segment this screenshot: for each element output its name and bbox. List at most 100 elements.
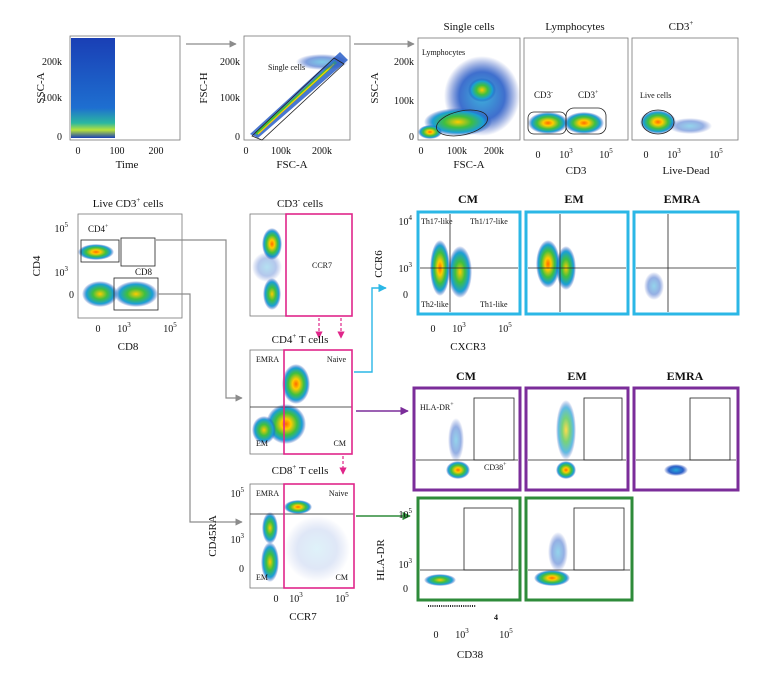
- x-axis-label: CD3: [566, 165, 587, 177]
- ytick: 103: [55, 265, 69, 279]
- cyan-em-plot: [524, 210, 630, 316]
- y-axis-label: CCR6: [373, 250, 385, 278]
- ytick: 0: [403, 584, 408, 595]
- lymph-cloud: [424, 108, 492, 136]
- gate-label: HLA-DR+: [420, 402, 454, 412]
- xtick: 105: [709, 147, 723, 161]
- gate-label: Live cells: [640, 91, 671, 100]
- singlet-gate: [251, 57, 345, 141]
- xtick: 0: [76, 146, 81, 157]
- ytick: 103: [399, 261, 413, 275]
- ytick: 200k: [42, 57, 62, 68]
- xtick: 0: [96, 324, 101, 335]
- quadrant-label: Th2-like: [421, 300, 449, 309]
- panel-title: Single cells: [443, 21, 494, 33]
- xtick: 103: [289, 591, 303, 605]
- green-row: 105 103 0 0 103 105 4 CD38 HLA-DR: [375, 496, 634, 661]
- live-dead-panel: CD3+ Live cells 0 103 105 Live-Dead: [631, 19, 739, 177]
- panel-title: CD3- cells: [277, 196, 323, 210]
- quadrant-label: EM: [256, 439, 268, 448]
- x-axis-label: Live-Dead: [662, 165, 710, 177]
- cd4-upper-gate: [120, 237, 156, 267]
- ytick: 105: [399, 507, 413, 521]
- dead-scatter: [668, 118, 712, 134]
- quadrant-label: EMRA: [256, 355, 279, 364]
- xtick: 100k: [447, 146, 467, 157]
- cd3neg-ccr7-panel: CD3- cells CCR7: [249, 196, 353, 317]
- panel-title: CM: [458, 192, 478, 206]
- cd4-gate: [80, 239, 120, 263]
- ccr7-gate: [283, 483, 355, 589]
- xtick: 0: [644, 150, 649, 161]
- live-cluster: [640, 110, 676, 134]
- quadrant-label: EM: [256, 573, 268, 582]
- cd4-cd8-panel: Live CD3+ cells CD4+ CD8 105 103 0 0 103…: [31, 196, 183, 353]
- quadrant-label: Th17-like: [421, 217, 453, 226]
- quadrant-label: CM: [336, 573, 348, 582]
- cd8-memory-panel: CD8+ T cells EMRA Naive EM CM 105 103 0 …: [207, 463, 355, 623]
- ytick: 103: [399, 557, 413, 571]
- ytick: 105: [231, 486, 245, 500]
- panel-title: Lymphocytes: [545, 21, 604, 33]
- x-axis-label: FSC-A: [276, 159, 307, 171]
- cd4-memory-panel: CD4+ T cells EMRA Naive EM CM: [249, 332, 353, 455]
- xtick: 105: [499, 627, 513, 641]
- xtick: 105: [335, 591, 349, 605]
- purple-cm-plot: HLA-DR+ CD38+: [412, 386, 522, 492]
- x-axis-label: CD8: [118, 341, 139, 353]
- gate-label: Lymphocytes: [422, 48, 465, 57]
- xtick: 103: [452, 321, 466, 335]
- cd3pos-gate: [565, 107, 607, 135]
- xtick: 105: [599, 147, 613, 161]
- dn-cluster: [82, 281, 118, 307]
- cyan-emra-plot: [632, 210, 740, 316]
- xtick: 200k: [484, 146, 504, 157]
- singlets-panel: Single cells 200k 100k 0 0 100k 200k FSC…: [198, 35, 351, 171]
- green-em-plot: [524, 496, 634, 602]
- naive-cluster: [284, 500, 312, 514]
- x-axis-label: Time: [116, 159, 139, 171]
- quadrant-label: Naive: [327, 355, 347, 364]
- gate-label: CD3+: [578, 90, 599, 100]
- y-axis-label: SSC-A: [35, 72, 47, 103]
- time-events-band: [71, 38, 115, 138]
- panel-title: EMRA: [664, 192, 701, 206]
- singlet-peak: [257, 63, 335, 135]
- cm-cluster: [266, 404, 306, 444]
- cyan-cm-plot: Th17-like Th1/17-like Th2-like Th1-like: [416, 210, 522, 316]
- ytick: 0: [235, 132, 240, 143]
- cd8-flow-arrow: [158, 293, 243, 526]
- x-axis-label: FSC-A: [453, 159, 484, 171]
- xtick: 0: [419, 146, 424, 157]
- live-gate: [641, 109, 675, 135]
- ytick: 103: [231, 532, 245, 546]
- myeloid-core: [468, 78, 496, 102]
- emra-cluster: [262, 512, 278, 544]
- doublet-cloud: [296, 54, 348, 70]
- lymphocyte-panel: Single cells Lymphocytes 200k 100k 0 0 1…: [369, 21, 521, 171]
- quadrant-label: Th1-like: [480, 300, 508, 309]
- y-axis-label: FSC-H: [198, 72, 210, 103]
- scatter-band: [252, 252, 282, 282]
- em-cluster: [261, 542, 279, 582]
- cd4-cluster: [78, 244, 114, 260]
- ccr7-gate: [283, 349, 353, 455]
- panel-title: EMRA: [667, 369, 704, 383]
- scatter-band: [284, 516, 350, 582]
- xtick: 0: [434, 630, 439, 641]
- cluster-low: [263, 278, 281, 310]
- time-panel: 200k 100k 0 0 100 200 Time SSC-A: [35, 35, 181, 171]
- ccr7-gate: [285, 213, 353, 317]
- xtick: 105: [498, 321, 512, 335]
- cd3-panel: Lymphocytes CD3- CD3+ 0 103 105 CD3: [523, 21, 629, 177]
- quadrant-label: Naive: [329, 489, 349, 498]
- xtick: 0: [274, 594, 279, 605]
- ytick: 104: [399, 214, 413, 228]
- ytick: 100k: [42, 93, 62, 104]
- em-cluster: [252, 416, 276, 444]
- green-cm-plot: [416, 496, 522, 602]
- purple-em-plot: [524, 386, 630, 492]
- naive-cluster: [282, 364, 310, 404]
- cyan-arrow: [354, 283, 387, 373]
